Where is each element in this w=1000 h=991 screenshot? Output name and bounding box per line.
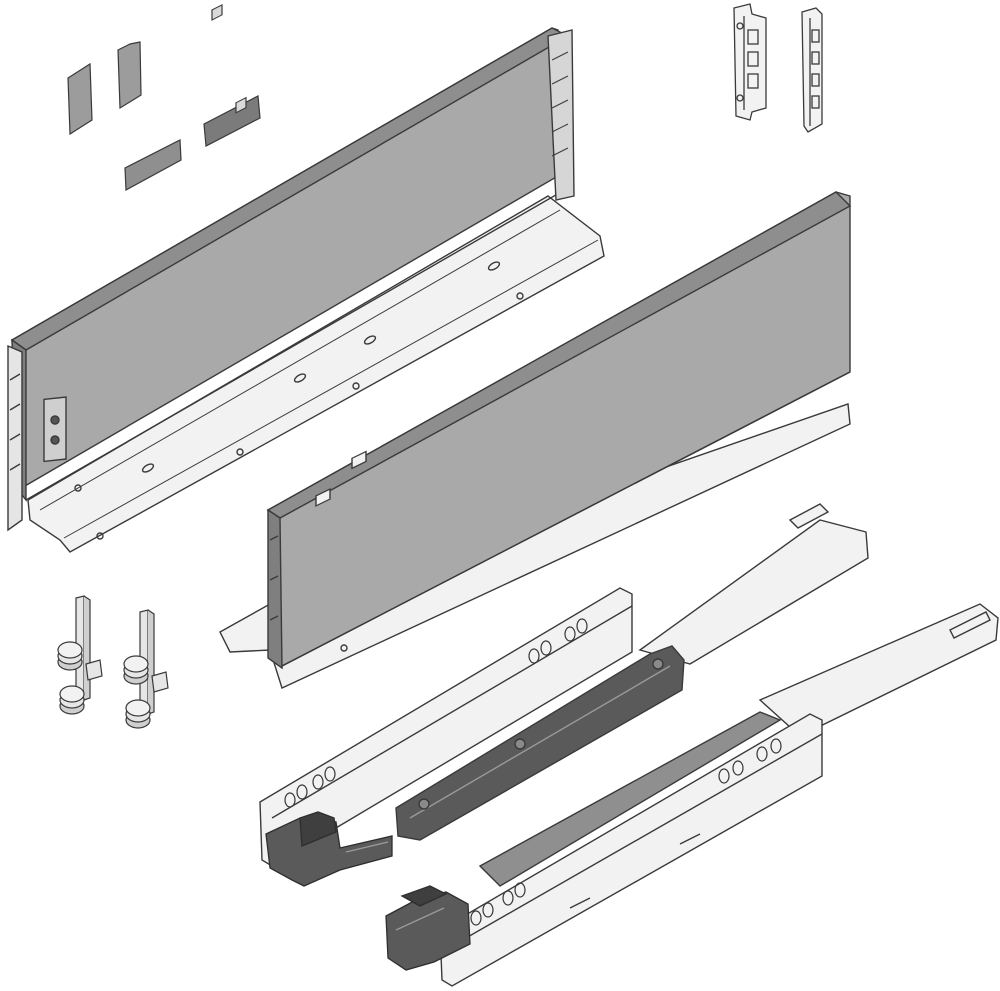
height-adjusters bbox=[57, 595, 169, 729]
adjuster-1 bbox=[57, 595, 103, 715]
front-fixing-brackets bbox=[733, 3, 823, 133]
clip-2 bbox=[117, 41, 142, 110]
adjuster-2 bbox=[123, 609, 169, 729]
clip-1 bbox=[67, 62, 93, 136]
left-panel-bottom-rail bbox=[27, 195, 605, 553]
left-runner bbox=[259, 503, 869, 867]
left-side-panel bbox=[7, 27, 605, 553]
left-panel-fitting bbox=[43, 396, 67, 463]
locking-device-right bbox=[385, 885, 471, 971]
bracket-2 bbox=[801, 7, 823, 133]
rear-clips bbox=[67, 3, 261, 191]
clip-4 bbox=[203, 3, 261, 147]
right-runner-inner-rail bbox=[478, 711, 782, 887]
right-runner bbox=[439, 603, 999, 987]
left-runner-top-rail bbox=[638, 519, 869, 665]
right-side-panel bbox=[219, 191, 852, 689]
bracket-1 bbox=[733, 3, 767, 121]
locking-device-left bbox=[265, 811, 393, 887]
locking-devices bbox=[265, 811, 471, 971]
left-runner-mechanism bbox=[395, 645, 685, 841]
clip-3 bbox=[124, 139, 182, 191]
